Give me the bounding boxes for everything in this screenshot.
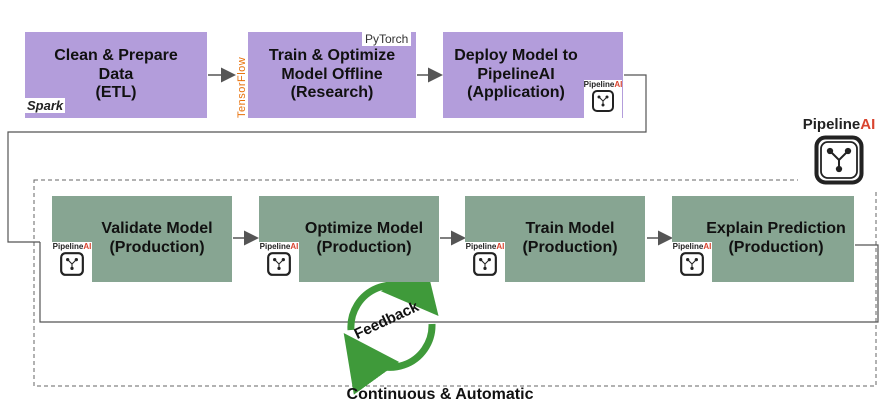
pipelineai-badge-optimize: PipelineAI	[259, 242, 299, 282]
pytorch-logo: PyTorch	[362, 32, 412, 46]
pipelineai-badge-train: PipelineAI	[465, 242, 505, 282]
connector-loop-return	[39, 242, 879, 323]
pipelineai-icon	[267, 252, 291, 276]
pipelineai-icon	[473, 252, 497, 276]
pipelineai-badge-large: PipelineAI	[798, 116, 880, 190]
spark-logo: Spark	[25, 98, 66, 113]
continuous-loop-frame	[33, 179, 877, 387]
step-deploy-model: Deploy Model to PipelineAI (Application)	[443, 32, 623, 118]
tensorflow-logo: TensorFlow	[236, 32, 248, 118]
pipelineai-icon	[680, 252, 704, 276]
pipelineai-icon	[814, 135, 864, 185]
pipelineai-icon	[60, 252, 84, 276]
pipelineai-badge-deploy: PipelineAI	[584, 80, 622, 118]
pipelineai-badge-validate: PipelineAI	[52, 242, 92, 282]
feedback-cycle-icon	[343, 255, 439, 395]
step-train-optimize-offline: Train & Optimize Model Offline (Research…	[236, 32, 416, 118]
step-clean-prepare-data: Clean & Prepare Data (ETL)	[25, 32, 207, 118]
connector-deploy-to-production	[7, 74, 647, 243]
pipelineai-icon	[592, 90, 614, 112]
pipelineai-badge-explain: PipelineAI	[672, 242, 712, 282]
footer-caption: Continuous & Automatic	[346, 386, 534, 403]
